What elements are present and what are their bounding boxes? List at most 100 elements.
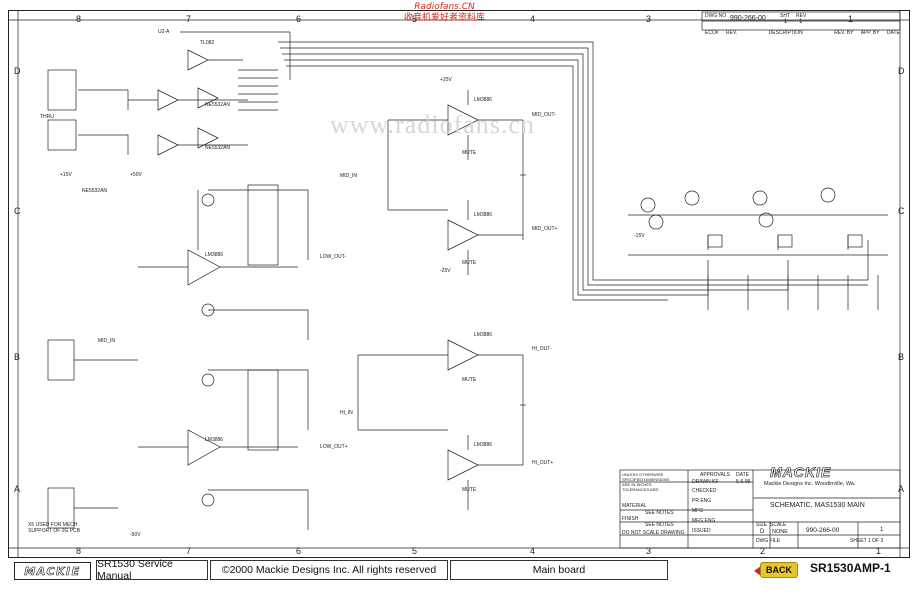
zone-col-2-bottom: 2 [760,546,766,556]
tb-mfg-label: MFG [692,508,704,514]
label-lm3886-low2: LM3886 [205,437,224,443]
zone-col-1-bottom: 1 [876,546,882,556]
label-low-out-minus: LOW_OUT- [320,254,347,260]
tb-dwg-file-label: DWG FILE [756,538,781,544]
label-mute-2: MUTE [462,260,477,266]
watermark-line2: 收音机爱好者资料库 [404,13,486,23]
label-lm3886-ch3: LM3886 [474,332,493,338]
zone-col-7-top: 7 [186,14,192,24]
tb-col-rev-by: REV. BY [834,30,854,36]
tb-sheet-label: SHT [780,13,790,19]
tb-drawn-by: KF [712,479,719,485]
label-lm3886-ch4: LM3886 [474,442,493,448]
label-neg15v: -15V [634,233,645,239]
tb-rev-label: REV [796,13,807,19]
zone-col-4-bottom: 4 [530,546,536,556]
tb-material-label: MATERIAL [622,503,647,509]
tb-scale-label: SCALE [770,522,787,528]
tb-col-desc: DESCRIPTION [768,30,803,36]
tb-date-label: DATE [736,472,749,478]
tb-eco-header: ECO# REV. DESCRIPTION REV. BY APP. BY DA… [705,30,900,36]
watermark-line1: Radiofans.CN [414,2,475,12]
label-mech-support: X5 USED FOR MECH SUPPORT OF 2G PCB [28,522,98,534]
zone-col-8-bottom: 8 [76,546,82,556]
tb-rev: 1 [799,19,803,25]
tb-mfg-eng-label: MFG ENG [692,518,716,524]
tb-scale: NONE [772,529,788,535]
tb-notes: UNLESS OTHERWISE SPECIFIED DIMENSIONS AR… [622,472,678,492]
label-mid-out-plus: MID_OUT+ [532,226,558,232]
zone-col-7-bottom: 7 [186,546,192,556]
tb-sheet-of: SHEET 1 OF 3 [850,538,884,544]
zone-row-b-right: B [898,352,905,362]
label-neg50v: -50V [130,532,141,538]
zone-row-a-left: A [14,484,21,494]
zone-col-3-bottom: 3 [646,546,652,556]
tb-sheet: 1 [784,19,788,25]
footer-copyright: ©2000 Mackie Designs Inc. All rights res… [210,560,448,580]
tb-material-value: SEE NOTES [645,510,674,516]
label-hi-out-minus: HI_OUT- [532,346,552,352]
label-u2a: U2-A [158,29,170,35]
zone-col-6-top: 6 [296,14,302,24]
tb-title: SCHEMATIC, MAS1530 MAIN [770,502,865,509]
watermark-center: www.radiofans.cn [330,110,535,139]
tb-finish-label: FINISH [622,516,639,522]
tb-part-no: 990-266-00 [806,527,840,534]
back-arrow-icon[interactable] [754,566,761,576]
label-mid-in: MID_IN [340,173,357,179]
zone-col-5-bottom: 5 [412,546,418,556]
footer-brand-logo: MACKIE [14,562,91,580]
zone-row-c-left: C [14,206,21,216]
tb-rev-short: 1 [880,527,884,533]
label-pos15v: +15V [60,172,72,178]
zone-row-d-right: D [898,66,905,76]
label-tl082: TL082 [200,40,215,46]
tb-drawn-label: DRAWN [692,479,711,485]
label-mute-4: MUTE [462,487,477,493]
label-ne5532-c: NE5532AN [82,188,108,194]
tb-col-rev: REV. [726,30,738,36]
tb-pr-eng-label: PR ENG [692,498,712,504]
zone-row-a-right: A [898,484,905,494]
zone-row-d-left: D [14,66,21,76]
label-low-out-plus: LOW_OUT+ [320,444,348,450]
label-hi-in: HI_IN [340,410,353,416]
footer-model: SR1530AMP-1 [810,561,891,575]
tb-dwg-no: 990-266-00 [730,15,766,22]
zone-col-8-top: 8 [76,14,82,24]
tb-col-eco: ECO# [705,30,719,36]
label-mech-support-text: X5 USED FOR MECH SUPPORT OF 2G PCB [28,522,81,534]
label-ne5532-a: NE5532AN [205,102,231,108]
tb-col-date: DATE [886,30,900,36]
label-thru: THRU [40,114,54,120]
label-pos50v: +50V [130,172,142,178]
schematic-drawing [8,10,910,558]
tb-dwg-no-label: DWG NO [705,13,727,19]
label-lm3886-ch2: LM3886 [474,212,493,218]
footer-section: Main board [450,560,668,580]
label-lm3886-low1: LM3886 [205,252,224,258]
tb-notes-text: UNLESS OTHERWISE SPECIFIED DIMENSIONS AR… [622,472,670,492]
tb-col-app-by: APP. BY [860,30,880,36]
zone-row-b-left: B [14,352,21,362]
tb-drawn-date: 5-6-99 [736,479,751,485]
tb-company: Mackie Designs Inc. Woodinville, Wa. [764,481,856,487]
tb-size-label: SIZE [756,522,768,528]
tb-checked-label: CHECKED [692,488,717,494]
schematic-sheet [8,10,910,558]
label-ne5532-b: NE5532AN [205,145,231,151]
footer-manual: SR1530 Service Manual [96,558,208,582]
watermark-top: Radiofans.CN 收音机爱好者资料库 [404,2,485,24]
back-button[interactable]: BACK [760,562,798,578]
tb-company-logo: MACKIE [770,464,832,481]
label-mute-1: MUTE [462,150,477,156]
zone-col-6-bottom: 6 [296,546,302,556]
tb-size: D [760,529,765,535]
label-hi-out-plus: HI_OUT+ [532,460,554,466]
zone-row-c-right: C [898,206,905,216]
label-neg25v: -25V [440,268,451,274]
label-mid-in-left: MID_IN [98,338,115,344]
tb-do-not-scale: DO NOT SCALE DRAWING [622,530,685,536]
label-lm3886-ch1: LM3886 [474,97,493,103]
